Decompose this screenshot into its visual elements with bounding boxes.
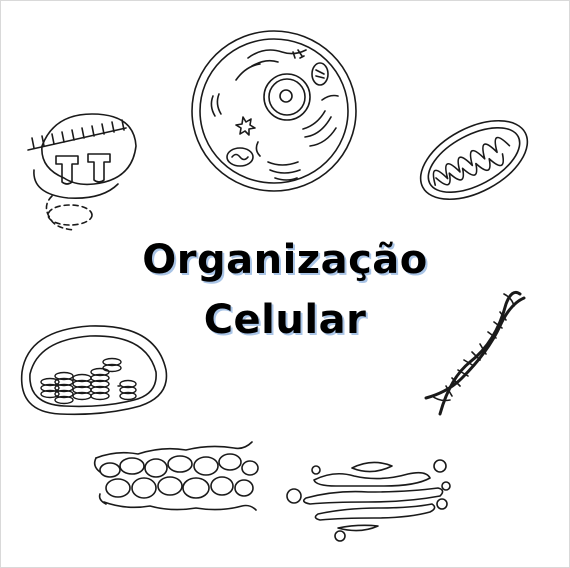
- dna-helix-icon: [424, 290, 526, 416]
- page-title-line-1: Organização: [142, 237, 428, 283]
- mitochondrion-icon: [419, 119, 529, 201]
- tissue-cells-icon: [93, 441, 259, 511]
- golgi-apparatus-icon: [286, 459, 451, 542]
- page-title-line-2: Celular: [203, 297, 367, 343]
- chloroplast-icon: [20, 325, 168, 416]
- ribosome-icon: [27, 113, 137, 231]
- animal-cell-icon: [191, 30, 357, 192]
